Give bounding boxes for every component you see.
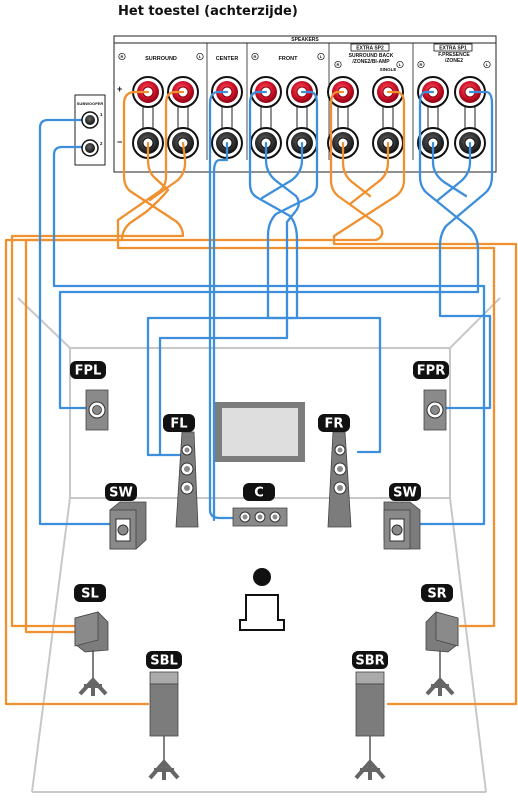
marker-right-marker: R xyxy=(254,54,257,59)
label-sbl: SBL xyxy=(146,651,182,669)
cable-sr-right xyxy=(148,141,187,202)
marker-circle xyxy=(317,52,325,61)
cable-sl-right xyxy=(24,141,170,634)
subwoofer-left xyxy=(109,501,147,550)
svg-text:SL: SL xyxy=(81,587,99,602)
label-sl: SL xyxy=(74,584,106,602)
svg-text:EXTRA SP2: EXTRA SP2 xyxy=(356,46,384,52)
cable-sbl-left xyxy=(4,90,384,706)
cable-sl-left xyxy=(10,90,185,628)
label-sr: SR xyxy=(421,584,453,602)
cable-sw-left xyxy=(38,118,112,526)
cable-c-neg xyxy=(212,141,229,522)
marker-circle xyxy=(196,52,204,61)
subwoofer-label: SUBWOOFER xyxy=(77,101,104,106)
surround-label: SURROUND xyxy=(145,56,177,62)
svg-text:SW: SW xyxy=(109,486,133,501)
label-sw-right: SW xyxy=(389,483,421,501)
cable-fl-pos xyxy=(146,90,299,457)
plus-sign: + xyxy=(117,84,122,94)
marker-left-marker: L xyxy=(199,54,202,59)
marker-right-marker: R xyxy=(337,62,340,67)
cable-c-pos xyxy=(208,90,235,520)
cable-fpr-pos xyxy=(438,90,494,410)
marker-circle xyxy=(118,52,126,61)
marker-circle xyxy=(334,60,342,69)
svg-text:FPR: FPR xyxy=(417,364,445,379)
label-fr: FR xyxy=(318,414,350,432)
speaker-sl xyxy=(74,611,109,696)
sub-jack-1 xyxy=(81,111,99,129)
speaker-fpl xyxy=(85,389,109,431)
label-fpl: FPL xyxy=(70,361,106,379)
sub-terminal-1: 1 xyxy=(100,112,103,117)
svg-text:SBR: SBR xyxy=(355,654,384,669)
label-sw-left: SW xyxy=(105,483,137,501)
speaker-fr xyxy=(327,431,352,528)
cable-fpl-neg xyxy=(431,141,468,198)
extra-sp2-badge: EXTRA SP2 xyxy=(350,43,390,52)
cable-fpl-pos xyxy=(58,90,480,410)
terminal-pair-6 xyxy=(327,76,359,159)
marker-circle xyxy=(483,60,491,69)
zone2-biamp-label: /ZONE2/BI-AMP xyxy=(352,59,390,65)
speaker-sr xyxy=(425,611,459,696)
cable-sbr-left xyxy=(332,90,518,706)
svg-text:C: C xyxy=(254,486,264,501)
marker-circle xyxy=(396,60,404,69)
listener-person xyxy=(239,568,285,631)
single-label: SINGLE xyxy=(380,67,397,72)
svg-text:SR: SR xyxy=(427,587,446,602)
minus-sign: − xyxy=(117,137,122,147)
sub-jack-2 xyxy=(81,139,99,157)
svg-text:FR: FR xyxy=(325,417,344,432)
label-sbr: SBR xyxy=(352,651,388,669)
cable-fpr-neg xyxy=(436,141,472,202)
label-c: C xyxy=(243,483,275,501)
cable-sw-right xyxy=(52,145,486,526)
speakers-label: SPEAKERS xyxy=(291,37,319,43)
sub-terminal-2: 2 xyxy=(100,141,103,146)
zone2-label: /ZONE2 xyxy=(445,58,463,64)
svg-text:SBL: SBL xyxy=(150,654,178,669)
extra-sp1-badge: EXTRA SP1 xyxy=(433,43,473,52)
label-fl: FL xyxy=(163,414,195,432)
marker-left-marker: L xyxy=(486,62,489,67)
rl-markers: R L R L R L R L xyxy=(118,52,491,69)
tv-screen xyxy=(215,402,305,462)
cable-sbl-right xyxy=(341,141,372,198)
subwoofer-right xyxy=(383,501,421,550)
marker-right-marker: R xyxy=(121,54,124,59)
speaker-sbr xyxy=(354,671,386,780)
speaker-sbl xyxy=(148,671,180,780)
marker-circle xyxy=(251,52,259,61)
marker-circle xyxy=(417,60,425,69)
marker-left-marker: L xyxy=(320,54,323,59)
svg-text:EXTRA SP1: EXTRA SP1 xyxy=(439,46,467,52)
page-title: Het toestel (achterzijde) xyxy=(118,4,298,19)
surround-back-label: SURROUND BACK xyxy=(349,53,394,59)
f-presence-label: F.PRESENCE xyxy=(438,52,470,58)
cable-fl-neg xyxy=(158,141,300,457)
label-fpr: FPR xyxy=(413,361,449,379)
cable-sbr-right xyxy=(348,141,390,206)
center-label: CENTER xyxy=(216,56,239,62)
speaker-c xyxy=(232,507,288,527)
marker-right-marker: R xyxy=(420,62,423,67)
speaker-fl xyxy=(175,431,199,528)
marker-left-marker: L xyxy=(399,62,402,67)
svg-text:FPL: FPL xyxy=(75,364,102,379)
svg-text:SW: SW xyxy=(393,486,417,501)
cable-fr-neg xyxy=(260,141,304,200)
front-label: FRONT xyxy=(279,56,299,62)
cable-fr-pos xyxy=(266,90,382,454)
svg-text:FL: FL xyxy=(170,417,187,432)
speaker-fpr xyxy=(423,389,447,431)
cable-sr-left xyxy=(116,90,496,628)
